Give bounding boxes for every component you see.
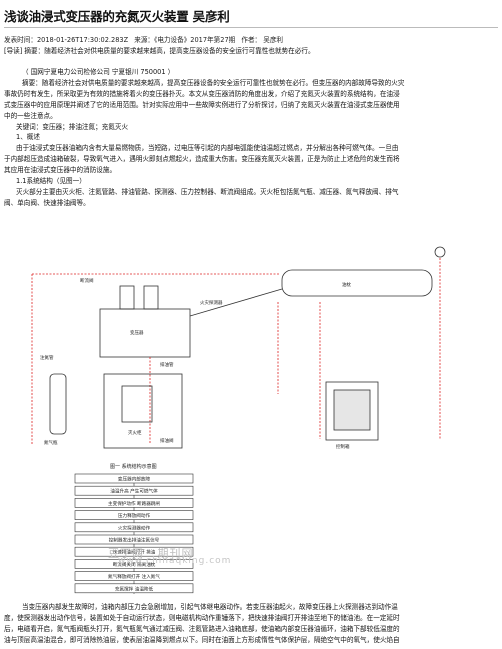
- watermark-url: www.chinaqking.com: [118, 556, 232, 566]
- publish-time: 发表时间：2018-01-26T17:30:02.283Z: [4, 36, 129, 44]
- article-body: （ 国网宁夏电力公司检修公司 宁夏银川 750001 ） 摘要：随着经济社会对供…: [4, 67, 499, 209]
- structure-line-1: 灭火部分主要由灭火柜、注氮管路、排油管路、探测器、压力控制器、断流阀组成。灭火柜…: [16, 187, 399, 196]
- flow-step-label: 控制器发出排油注氮信号: [109, 537, 160, 544]
- source: 来源：《电力设备》2017年第27期: [134, 36, 236, 44]
- structure-line-2: 阀、单向阀、快速排油阀等。: [4, 198, 90, 207]
- label-nitrogen-pipe: 注氮管: [40, 354, 54, 361]
- flow-step-label: 压力释放阀动作: [118, 512, 151, 519]
- flow-step-label: 快速排油阀打开 排油: [113, 549, 156, 556]
- bottom-line-3: 后，电磁看开启，氮气瓶阀瓶头打开，氮气瓶氮气通过减压阀、注氮管路进入油箱底部，使…: [4, 625, 400, 633]
- bottom-line-4: 油与顶层高温油混合，即可消除热油层，使表层油温降到燃点以下。同时在油面上方形成惰…: [4, 636, 400, 644]
- label-drain-valve: 排油阀: [160, 437, 174, 444]
- article-meta: 发表时间：2018-01-26T17:30:02.283Z 来源：《电力设备》2…: [4, 34, 287, 44]
- abstract-line-3: 式变压器中的应用原理并阐述了它的适用范围。针对实际应用中一些故障实例进行了分析探…: [4, 100, 400, 109]
- author: 作者： 吴彦利: [241, 36, 284, 44]
- label-fire-detector: 火灾探测器: [200, 299, 223, 306]
- abstract-line-1: 摘要：随着经济社会对供电质量的要求越来越高，提高变压器设备的安全运行可靠性也就势…: [22, 78, 405, 87]
- flow-step-box: [74, 571, 194, 581]
- label-control-box: 控制箱: [336, 443, 350, 450]
- overview-line-1: 由于油浸式变压器油箱内含有大量易燃物质，当短路，过电压等引起的内部电弧能使油温超…: [16, 144, 399, 153]
- label-transformer: 变压器: [130, 329, 144, 336]
- flow-step-label: 火灾探测器动作: [118, 524, 151, 531]
- watermark: 豆丁网 · 期刊网: [108, 547, 194, 560]
- section-overview-heading: 1、概述: [16, 133, 40, 142]
- bottom-line-2: 度，使探测器发出动作信号，装置如处于自动运行状态，则电磁机构动作重锤落下，把快速…: [4, 614, 400, 622]
- overview-line-2: 于内部超压造成油箱破裂，导致氧气进入，遇明火即刻点燃起火，造成重大伤害。变压器充…: [4, 155, 400, 164]
- affiliation: （ 国网宁夏电力公司检修公司 宁夏银川 750001 ）: [22, 68, 175, 76]
- overview-line-3: 其应用在油浸式变压器中的消防设施。: [4, 166, 117, 175]
- flow-step-box: [74, 510, 194, 520]
- label-conservator: 油枕: [342, 281, 351, 288]
- label-cabinet: 灭火柜: [128, 429, 142, 436]
- keywords: 关键词：变压器；排油注氮；充氮灭火: [16, 122, 129, 131]
- figure-caption: 图一 系统结构示意图: [110, 463, 157, 470]
- page-title: 浅谈油浸式变压器的充氮灭火装置 吴彦利: [4, 9, 230, 24]
- flow-step-label: 断流阀关闭 隔离油枕: [113, 561, 156, 568]
- section-structure-heading: 1.1系统结构（见图一）: [16, 177, 86, 186]
- flow-step-label: 充氮搅拌 油温降低: [115, 585, 154, 592]
- flow-step-label: 主变保护动作 断路器跳闸: [108, 500, 160, 507]
- label-oil-pipe: 排油管: [160, 361, 174, 368]
- title-divider: [4, 27, 498, 28]
- lead-abstract: [导读] 摘要：随着经济社会对供电质量的要求越来越高，提高变压器设备的安全运行可…: [4, 47, 315, 55]
- label-cylinder: 氮气瓶: [44, 439, 58, 446]
- label-flow-valve: 断流阀: [80, 277, 94, 284]
- flow-step-label: 氮气释放阀打开 注入氮气: [108, 573, 160, 580]
- abstract-line-4: 中的一些注意点。: [4, 111, 57, 120]
- abstract-line-2: 事故仍时有发生，所采取更为有效的措施将着火的变压器扑灭。本文从变压器消防的角度出…: [4, 89, 400, 98]
- article-body-continued: 当变压器内部发生故障时，油箱内部压力会急剧增加，引起气体继电器动作。若变压器油起…: [4, 602, 499, 646]
- bottom-line-1: 当变压器内部发生故障时，油箱内部压力会急剧增加，引起气体继电器动作。若变压器油起…: [22, 603, 398, 611]
- flow-step-label: 变压器内部故障: [118, 476, 151, 483]
- flow-step-label: 油温升高 产生可燃气体: [110, 488, 158, 495]
- system-structure-figure: 断流阀 火灾探测器 油枕 变压器 注氮管 排油管 控制箱 灭火柜 氮气瓶 排油阀…: [31, 246, 446, 594]
